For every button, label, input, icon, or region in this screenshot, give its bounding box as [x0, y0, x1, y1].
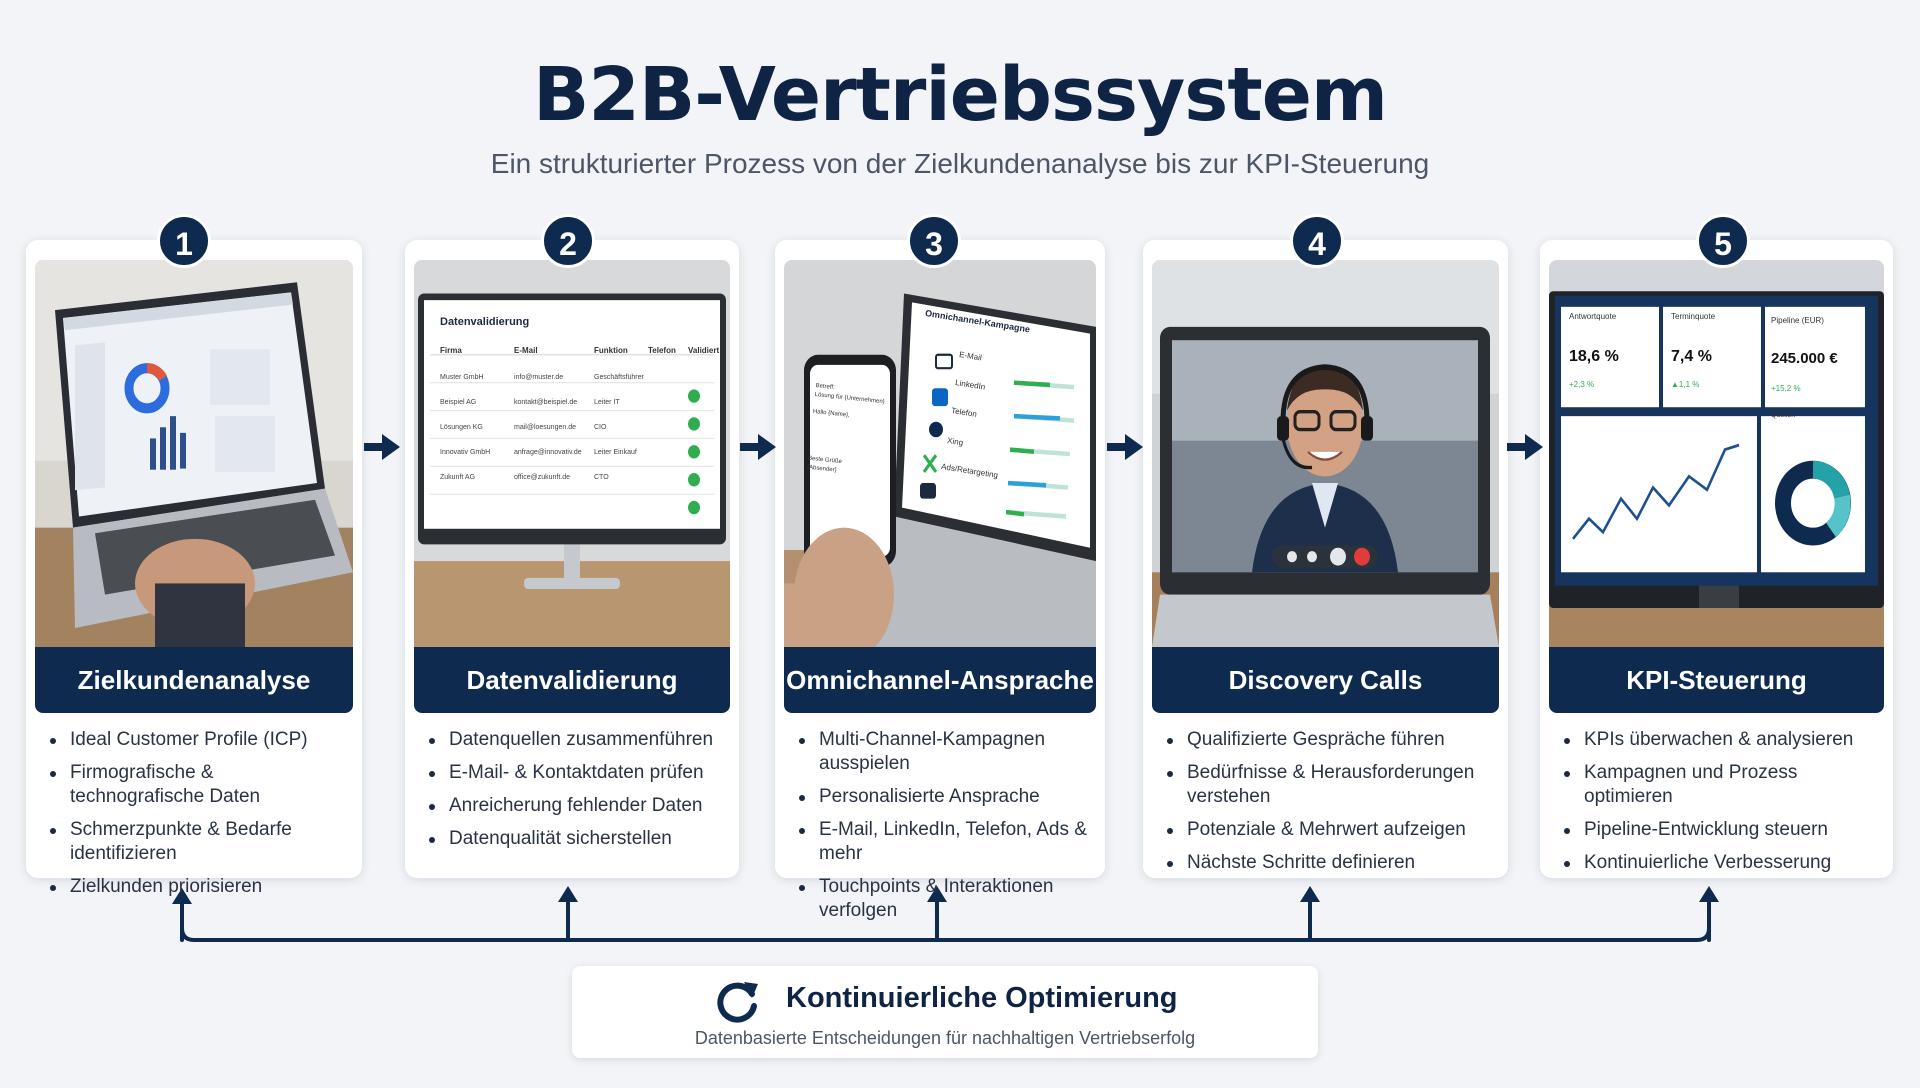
table-cell: info@muster.de: [514, 374, 564, 381]
step-1-bullet-4: Zielkunden priorisieren: [48, 875, 348, 899]
step-1-bullets: Ideal Customer Profile (ICP) Firmografis…: [48, 728, 348, 908]
table-cell: anfrage@innovativ.de: [514, 449, 582, 456]
sources-donut-label: Quellen: [1771, 412, 1796, 419]
kpi-delta-1: +2,3 %: [1569, 380, 1595, 389]
step-card-4: Discovery Calls Qualifizierte Gespräche …: [1143, 240, 1508, 878]
step-4-title: Discovery Calls: [1152, 647, 1499, 713]
optimization-title: Kontinuierliche Optimierung: [786, 982, 1178, 1014]
step-4-bullet-2: Bedürfnisse & Herausforderungen verstehe…: [1165, 761, 1494, 809]
table-cell: CTO: [594, 474, 609, 481]
step-3-badge: 3: [907, 214, 961, 268]
activity-chart-label: Aktivitäten: [1569, 410, 1602, 417]
kpi-label-3: Pipeline (EUR): [1771, 316, 1824, 325]
table-cell: Zukunft AG: [440, 474, 476, 481]
table-cell: Leiter Einkauf: [594, 449, 637, 456]
col-firma: Firma: [440, 346, 462, 355]
page-title: B2B-Vertriebssystem: [533, 52, 1388, 138]
step-1-bullet-3: Schmerzpunkte & Bedarfe identifizieren: [48, 818, 348, 866]
col-validiert: Validiert: [688, 346, 720, 355]
step-2-bullet-3: Anreicherung fehlender Daten: [427, 794, 725, 818]
flow-arrow-3-4: [1107, 434, 1143, 460]
kpi-delta-3: +15,2 %: [1771, 384, 1801, 393]
step-1-bullet-1: Ideal Customer Profile (ICP): [48, 728, 348, 752]
step-5-bullet-2: Kampagnen und Prozess optimieren: [1562, 761, 1879, 809]
kpi-value-2: 7,4 %: [1671, 348, 1712, 365]
kpi-value-1: 18,6 %: [1569, 348, 1619, 365]
step-2-badge: 2: [541, 214, 595, 268]
phone-email-preview: Betreff: Lösung für {Unternehmen} Hallo …: [806, 382, 887, 480]
step-5-image: Antwortquote 18,6 % +2,3 % Terminquote 7…: [1549, 260, 1884, 647]
step-3-bullets: Multi-Channel-Kampagnen ausspielen Perso…: [797, 728, 1091, 932]
step-3-title: Omnichannel-Ansprache: [784, 647, 1096, 713]
continuous-optimization-box: Kontinuierliche Optimierung Datenbasiert…: [572, 966, 1318, 1058]
step-1-image: [35, 260, 353, 647]
step-2-title: Datenvalidierung: [414, 647, 730, 713]
step-card-5: Antwortquote 18,6 % +2,3 % Terminquote 7…: [1540, 240, 1893, 878]
refresh-icon: [717, 982, 758, 1023]
table-cell: mail@loesungen.de: [514, 424, 576, 431]
step-2-bullet-4: Datenqualität sicherstellen: [427, 827, 725, 851]
table-cell: Leiter IT: [594, 399, 620, 406]
step-3-bullet-3: E-Mail, LinkedIn, Telefon, Ads & mehr: [797, 818, 1091, 866]
table-cell: Lösungen KG: [440, 424, 483, 431]
step-3-bullet-4: Touchpoints & Interaktionen verfolgen: [797, 875, 1091, 923]
step-4-bullet-1: Qualifizierte Gespräche führen: [1165, 728, 1494, 752]
step-1-title: Zielkundenanalyse: [35, 647, 353, 713]
kpi-delta-2: ▲1,1 %: [1671, 380, 1700, 389]
optimization-subtitle: Datenbasierte Entscheidungen für nachhal…: [694, 1028, 1196, 1048]
step-4-image: [1152, 260, 1499, 647]
step-3-image: Omnichannel-Kampagne E-Mail LinkedIn Tel…: [784, 260, 1096, 647]
step-4-bullet-3: Potenziale & Mehrwert aufzeigen: [1165, 818, 1494, 842]
validation-screen-heading: Datenvalidierung: [440, 316, 530, 328]
step-5-badge: 5: [1696, 214, 1750, 268]
flow-arrow-4-5: [1507, 434, 1543, 460]
step-3-bullet-1: Multi-Channel-Kampagnen ausspielen: [797, 728, 1091, 776]
col-email: E-Mail: [514, 346, 538, 355]
step-card-1: Zielkundenanalyse Ideal Customer Profile…: [26, 240, 362, 897]
loop-arrowhead-4: [1300, 886, 1320, 902]
step-5-bullet-4: Kontinuierliche Verbesserung: [1562, 851, 1879, 875]
col-telefon: Telefon: [648, 346, 676, 355]
step-5-bullet-3: Pipeline-Entwicklung steuern: [1562, 818, 1879, 842]
flow-arrow-1-2: [364, 434, 400, 460]
flow-arrow-2-3: [740, 434, 776, 460]
table-cell: Muster GmbH: [440, 374, 484, 381]
table-cell: Geschäftsführer: [594, 374, 644, 381]
kpi-label-1: Antwortquote: [1569, 312, 1617, 321]
step-4-bullets: Qualifizierte Gespräche führen Bedürfnis…: [1165, 728, 1494, 884]
step-2-bullets: Datenquellen zusammenführen E-Mail- & Ko…: [427, 728, 725, 860]
step-5-bullet-1: KPIs überwachen & analysieren: [1562, 728, 1879, 752]
table-cell: CIO: [594, 424, 607, 431]
step-5-title: KPI-Steuerung: [1549, 647, 1884, 713]
step-3-bullet-2: Personalisierte Ansprache: [797, 785, 1091, 809]
loop-arrowhead-5: [1699, 886, 1719, 902]
kpi-value-3: 245.000 €: [1771, 350, 1838, 367]
step-2-bullet-1: Datenquellen zusammenführen: [427, 728, 725, 752]
step-2-image: Datenvalidierung Firma E-Mail Funktion T…: [414, 260, 730, 647]
step-5-bullets: KPIs überwachen & analysieren Kampagnen …: [1562, 728, 1879, 884]
table-cell: Beispiel AG: [440, 399, 477, 406]
step-1-bullet-2: Firmografische & technografische Daten: [48, 761, 348, 809]
table-cell: kontakt@beispiel.de: [514, 399, 578, 406]
table-cell: Innovativ GmbH: [440, 449, 491, 456]
step-4-badge: 4: [1290, 214, 1344, 268]
table-cell: office@zukunft.de: [514, 474, 571, 481]
step-2-bullet-2: E-Mail- & Kontaktdaten prüfen: [427, 761, 725, 785]
col-funktion: Funktion: [594, 346, 628, 355]
page-subtitle: Ein strukturierter Prozess von der Zielk…: [490, 148, 1430, 179]
loop-arrowhead-2: [558, 886, 578, 902]
step-1-badge: 1: [157, 214, 211, 268]
phone-line: Hallo {Name},: [812, 408, 851, 419]
step-card-2: Datenvalidierung Firma E-Mail Funktion T…: [405, 240, 739, 878]
step-4-bullet-4: Nächste Schritte definieren: [1165, 851, 1494, 875]
kpi-label-2: Terminquote: [1671, 312, 1716, 321]
step-card-3: Omnichannel-Kampagne E-Mail LinkedIn Tel…: [775, 240, 1105, 921]
